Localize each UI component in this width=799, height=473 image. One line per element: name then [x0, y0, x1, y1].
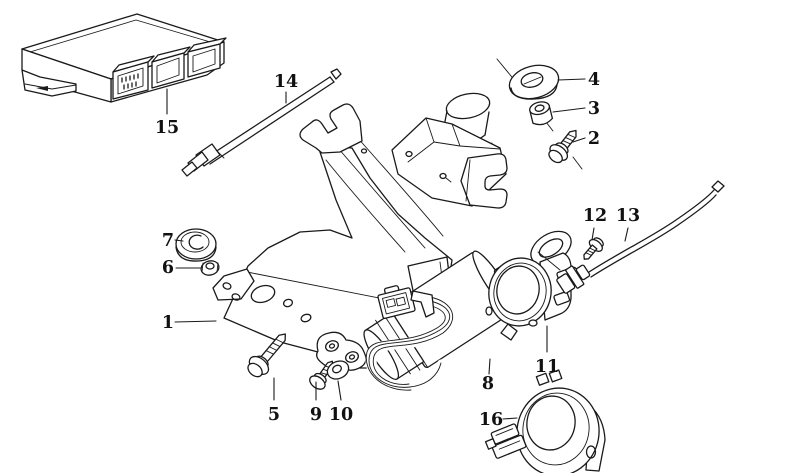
part-4-grommet	[496, 58, 560, 100]
pin-grid	[121, 73, 139, 90]
callout-1: 1	[162, 313, 174, 333]
callout-12: 12	[583, 206, 607, 226]
part-13-cable	[537, 180, 725, 294]
callout-labels: 1 2 3 4 5 6 7 8 9 10 11 12 13 14 15 16	[155, 70, 640, 430]
leader-10	[337, 380, 342, 401]
callout-15: 15	[155, 118, 179, 138]
leader-lines	[166, 78, 629, 420]
callout-14: 14	[274, 72, 298, 92]
leader-13	[624, 227, 629, 242]
callout-5: 5	[268, 405, 280, 425]
part-14-cable	[181, 68, 342, 177]
leader-1	[174, 320, 217, 323]
callout-10: 10	[329, 405, 353, 425]
part-8-motor	[363, 250, 515, 391]
callout-7: 7	[162, 231, 174, 251]
leader-4	[557, 78, 586, 81]
part-12-screw	[583, 237, 604, 260]
part-2-bolt	[548, 129, 583, 170]
callout-16: 16	[479, 410, 503, 430]
part-15-control-module	[21, 13, 227, 103]
callout-13: 13	[616, 206, 640, 226]
leader-8	[488, 358, 491, 375]
callout-6: 6	[162, 258, 174, 278]
leader-2	[572, 137, 586, 143]
part-8-wiring	[365, 293, 457, 391]
leader-16	[502, 417, 518, 420]
part-5-screw	[247, 333, 286, 378]
leader-3	[552, 107, 586, 113]
leader-12	[591, 227, 595, 241]
part-3-spacer	[529, 101, 554, 132]
callout-8: 8	[482, 374, 494, 394]
callout-3: 3	[588, 99, 600, 119]
callout-4: 4	[588, 70, 600, 90]
part-16-holder	[484, 369, 606, 473]
leader-7	[174, 239, 184, 242]
part-10-washer	[326, 360, 350, 380]
callout-11: 11	[535, 357, 559, 377]
part-6-nut	[200, 260, 220, 276]
callout-2: 2	[588, 129, 600, 149]
callout-9: 9	[310, 405, 322, 425]
part-7-cap	[175, 228, 217, 262]
harness-clip	[410, 290, 435, 318]
part-9-screw	[309, 360, 334, 390]
